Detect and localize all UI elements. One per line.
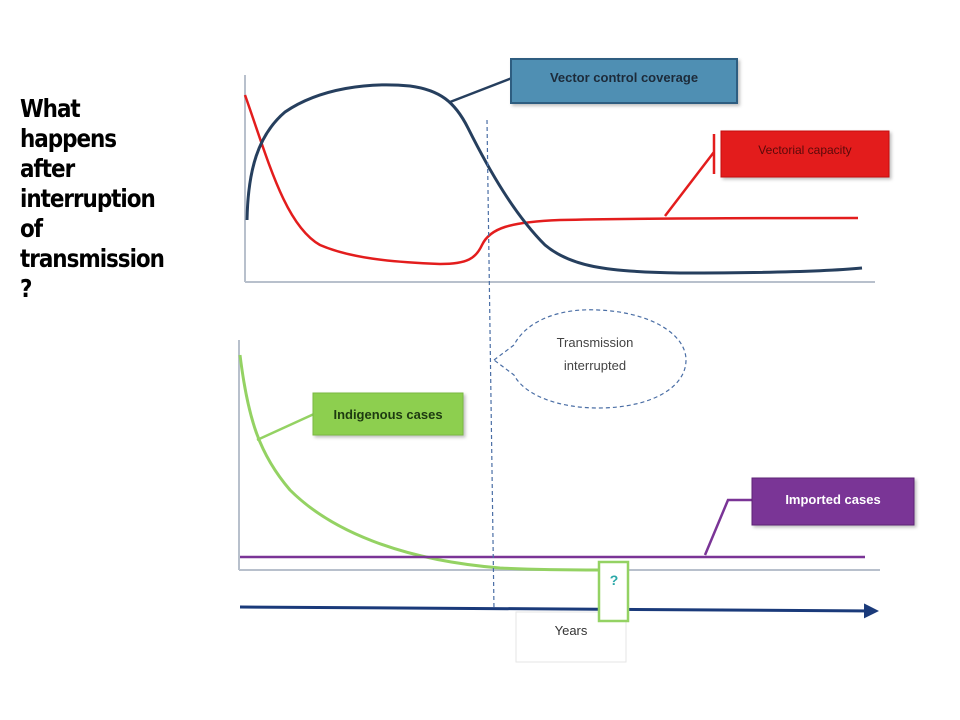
question-line: What [20, 94, 81, 123]
vector-control-curve [245, 83, 863, 275]
vectorial-capacity-callout-line [664, 134, 716, 217]
top-panel-axes [244, 75, 875, 283]
question-mark-box [597, 560, 630, 623]
transmission-interrupted-label-1: Transmission [557, 335, 634, 350]
question-line: transmission [20, 244, 165, 273]
vectorial-capacity-box [720, 130, 890, 178]
imported-cases-label: Imported cases [785, 492, 880, 507]
vectorial-capacity-label: Vectorial capacity [758, 143, 851, 157]
indigenous-cases-label: Indigenous cases [333, 407, 442, 422]
question-line: ? [20, 274, 32, 303]
question-mark-label: ? [610, 572, 619, 588]
transmission-interrupted-label-2: interrupted [564, 358, 626, 373]
imported-cases-box [751, 477, 915, 526]
vector-control-label: Vector control coverage [550, 70, 698, 85]
vector-control-callout-line [449, 76, 513, 104]
question-line: happens [20, 124, 117, 153]
indigenous-cases-box [312, 392, 464, 436]
question-line: of [20, 214, 43, 243]
interruption-dashed-line [486, 119, 495, 611]
imported-cases-callout-line [703, 498, 753, 556]
question-line: interruption [20, 184, 156, 213]
years-label: Years [555, 623, 588, 638]
indigenous-cases-callout-line [256, 412, 315, 442]
question-text: What happens after interruption of trans… [20, 94, 171, 304]
time-axis-arrow [239, 603, 879, 619]
vector-control-box [510, 58, 738, 104]
indigenous-cases-curve [238, 354, 601, 572]
question-line: after [20, 154, 75, 183]
transmission-interrupted-bubble [493, 309, 687, 409]
vectorial-capacity-curve [243, 94, 859, 266]
